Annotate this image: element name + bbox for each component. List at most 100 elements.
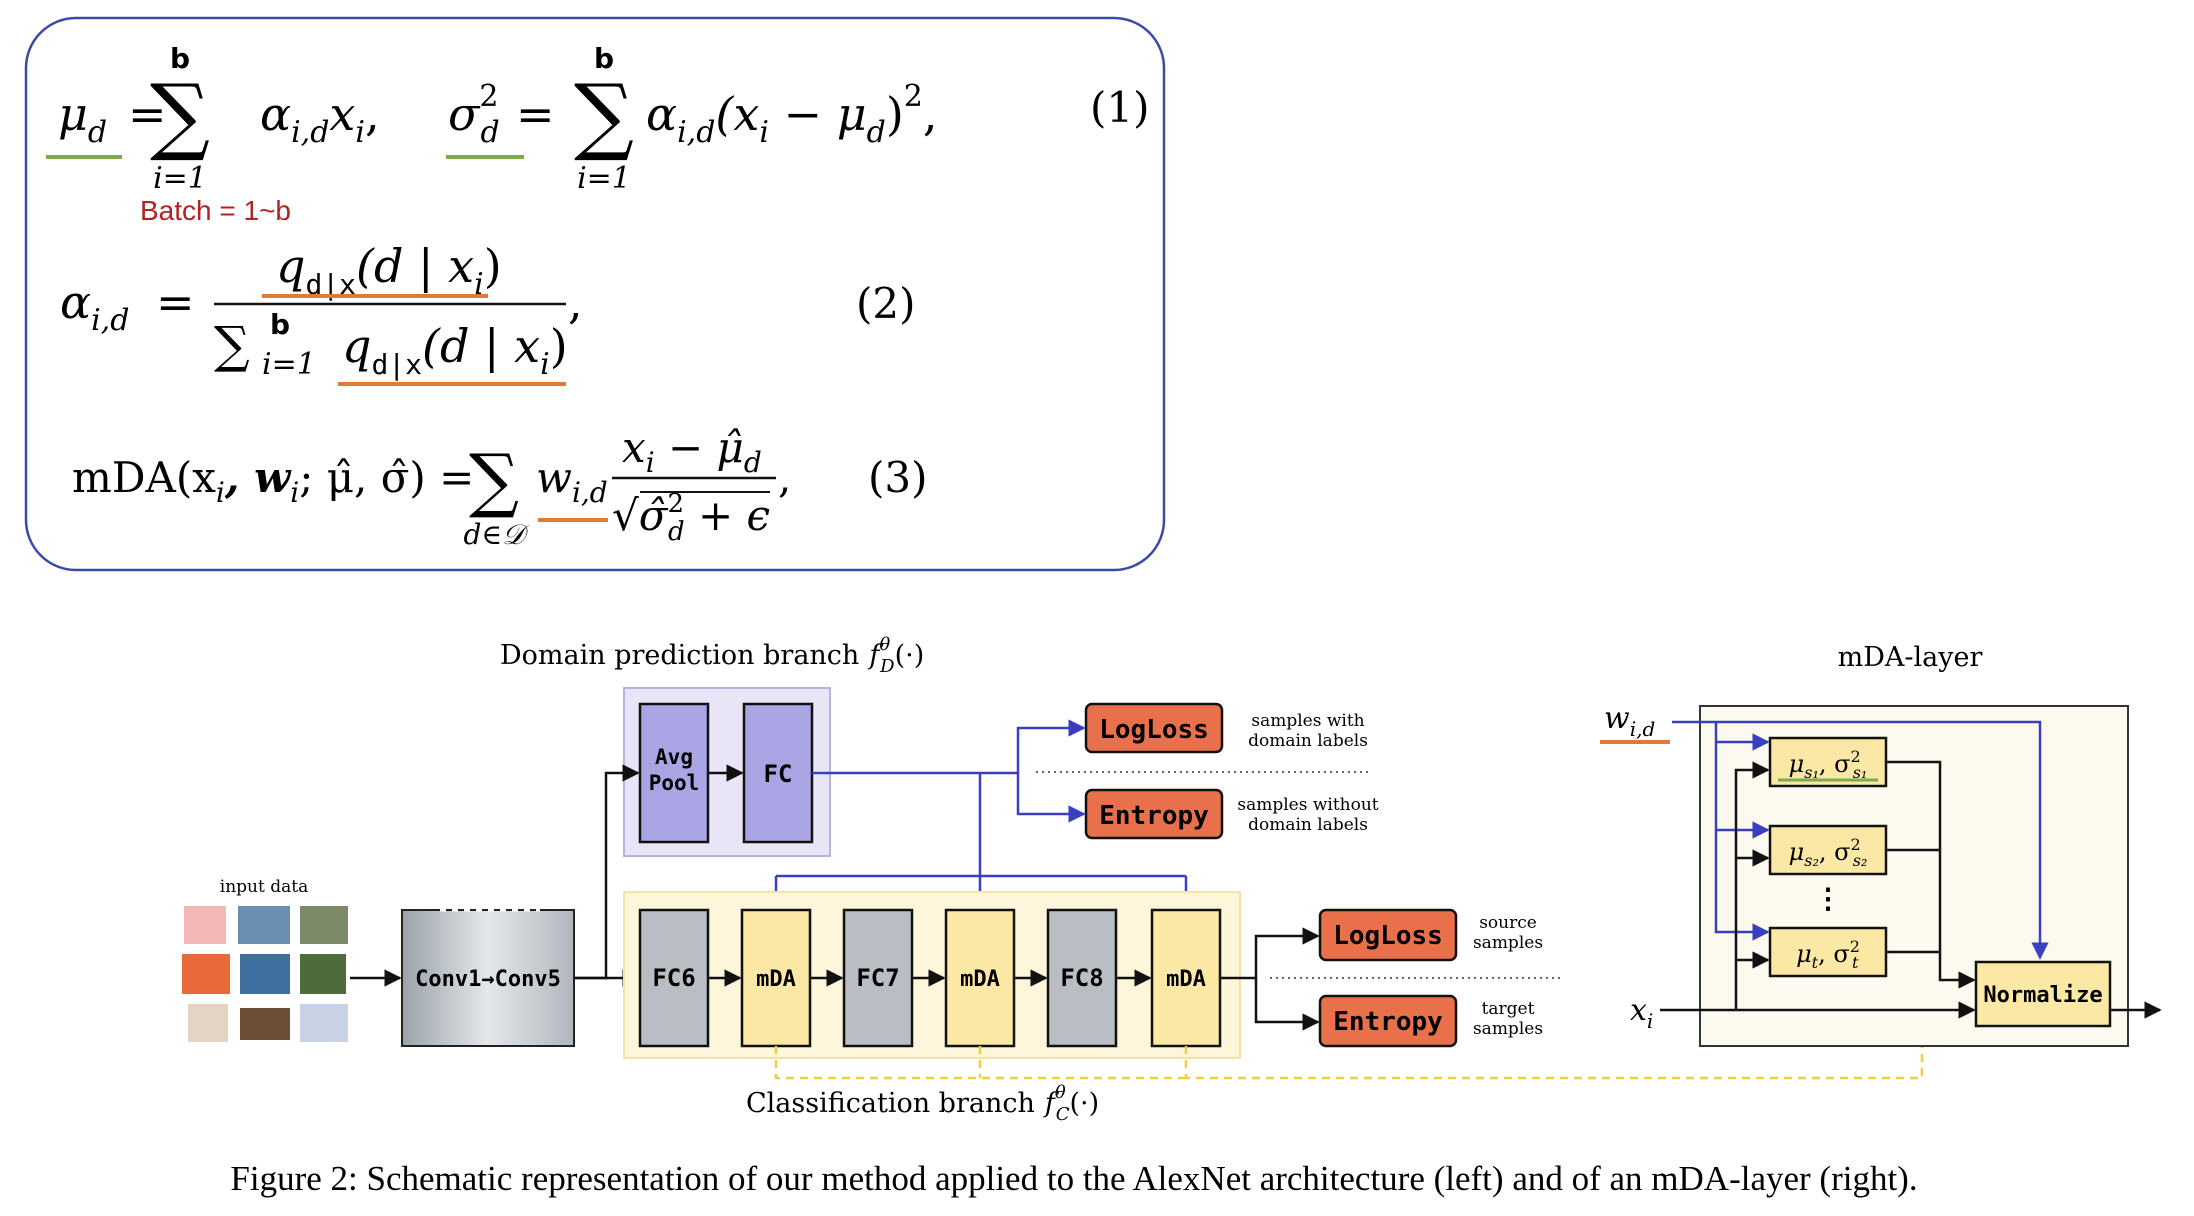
input-image (240, 1008, 290, 1040)
domain-logloss-note-1: samples with (1251, 711, 1364, 731)
weight-routing (1672, 720, 2049, 960)
normalize-block (1974, 960, 2112, 1028)
fc8-label: FC8 (1060, 964, 1103, 992)
source1-stats-box (1768, 736, 1888, 788)
domain-entropy-note-2: domain labels (1248, 815, 1368, 835)
eq1-sum: ∑ (150, 66, 210, 164)
eq1-equals: = (128, 87, 167, 141)
equation-2: αi,d = qd|x(d | xi) ∑ b i=1 qd|x(d | xi)… (60, 239, 916, 386)
eq3-number: (3) (868, 453, 928, 502)
eq3-weight: wi,d (536, 453, 608, 509)
eq2-den-sum: ∑ (214, 316, 250, 374)
fc7-block (842, 908, 914, 1048)
mda-label-1: mDA (756, 967, 796, 992)
normalize-label: Normalize (1983, 983, 2102, 1008)
figure-caption: Figure 2: Schematic representation of ou… (230, 1159, 1917, 1198)
input-image (188, 1004, 228, 1042)
input-data-label: input data (220, 877, 308, 897)
mda-label-3: mDA (1166, 967, 1206, 992)
eq1-sum-top: b (170, 42, 190, 75)
mda-layer-title: mDA-layer (1838, 642, 1983, 673)
class-logloss-note-2: samples (1473, 933, 1543, 953)
x-routing (1660, 760, 2162, 1019)
class-logloss-note-1: source (1479, 913, 1537, 933)
eq2-alpha: αi,d (60, 275, 129, 338)
class-entropy-label: Entropy (1333, 1007, 1443, 1037)
equation-panel-border (24, 16, 1166, 572)
input-image (240, 954, 290, 994)
eq1-term: αi,dxi, (260, 87, 380, 150)
input-image (184, 906, 226, 944)
eq2-den-sum-bottom: i=1 (262, 347, 316, 382)
domain-logloss-box (1084, 702, 1224, 754)
domain-entropy-label: Entropy (1099, 801, 1209, 831)
input-images (182, 906, 348, 1042)
eq3-sum-bottom: d∈𝒟 (464, 518, 530, 551)
eq2-equals: = (156, 275, 195, 329)
input-image (300, 906, 348, 944)
domain-entropy-note-1: samples without (1237, 795, 1378, 815)
fc6-label: FC6 (652, 964, 695, 992)
class-logloss-box (1318, 908, 1458, 962)
stats-ellipsis: ⋮ (1814, 882, 1842, 915)
eq2-den-sum-top: b (270, 308, 290, 341)
domain-fc-label: FC (764, 760, 793, 788)
eq1-sum2-top: b (594, 42, 614, 75)
target-stats-box (1768, 926, 1888, 978)
eq3-numerator: xi − μ̂d (622, 423, 762, 479)
classification-output-arrows (1220, 927, 1320, 1031)
domain-entropy-box (1084, 788, 1224, 840)
eq3-lhs: mDA(xi, wi; μ̂, σ̂) = (72, 453, 474, 509)
batch-note: Batch = 1~b (140, 195, 291, 226)
eq2-comma: , (568, 275, 583, 329)
eq3-sum: ∑ (469, 439, 519, 521)
classification-branch-region (623, 891, 1241, 1059)
fc7-label: FC7 (856, 964, 899, 992)
eq1-sum-2: ∑ (574, 66, 634, 164)
source2-stats-box (1768, 824, 1888, 876)
mda-layer-links (774, 1040, 1924, 1080)
eq1-number: (1) (1090, 83, 1150, 132)
input-image (238, 906, 290, 944)
eq2-number: (2) (856, 279, 916, 328)
class-entropy-box (1318, 994, 1458, 1048)
domain-output-arrows (767, 719, 1195, 912)
input-image (300, 1004, 348, 1042)
avgpool-label-2: Pool (649, 771, 700, 795)
x-input-label: xi (1630, 993, 1653, 1033)
mda-block-2 (944, 908, 1016, 1048)
input-image (300, 954, 346, 994)
eq1-equals-2: = (516, 87, 555, 141)
domain-logloss-note-2: domain labels (1248, 731, 1368, 751)
domain-fc-block (742, 702, 814, 844)
equation-3: mDA(xi, wi; μ̂, σ̂) = ∑ d∈𝒟 wi,d xi − μ̂… (72, 423, 928, 551)
eq1-sum-bottom: i=1 (153, 161, 207, 196)
conv-label: Conv1→Conv5 (415, 967, 561, 992)
domain-logloss-label: LogLoss (1099, 715, 1209, 745)
class-entropy-note-2: samples (1473, 1019, 1543, 1039)
eq2-denominator: qd|x(d | xi) (342, 319, 568, 382)
eq3-comma: , (778, 453, 791, 502)
class-entropy-note-1: target (1482, 999, 1535, 1019)
conv-block (401, 909, 575, 1047)
eq1-mu: μd (58, 87, 107, 150)
fc8-block (1046, 908, 1118, 1048)
class-logloss-label: LogLoss (1333, 921, 1443, 951)
mda-label-2: mDA (960, 967, 1000, 992)
eq1-term2: αi,d(xi − μd)2, (646, 79, 938, 150)
avgpool-label-1: Avg (655, 745, 693, 769)
classification-blocks: FC6 mDA FC7 mDA FC8 mDA (638, 908, 1222, 1048)
eq1-sum2-bottom: i=1 (577, 161, 631, 196)
